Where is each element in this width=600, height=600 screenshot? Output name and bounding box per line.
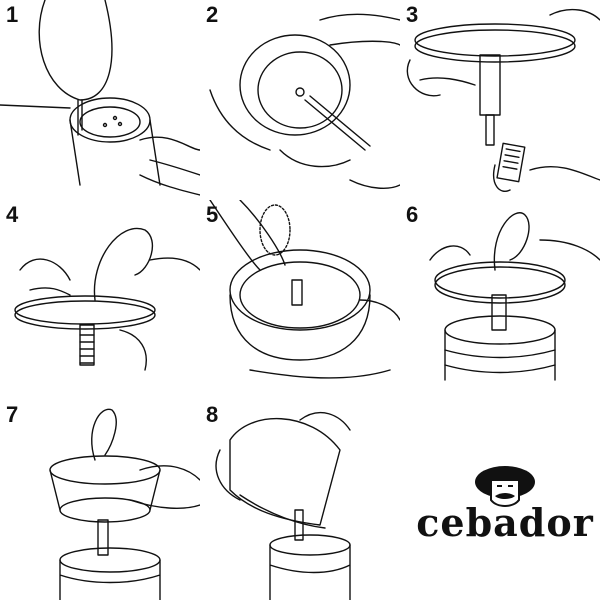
step-number: 3 — [406, 2, 419, 27]
screwing-top-illustration — [49, 408, 200, 600]
step-6-panel: 6 — [400, 200, 600, 400]
placing-cup-illustration — [215, 411, 351, 600]
step-7-panel: 7 — [0, 400, 200, 600]
attaching-straw-illustration — [14, 227, 200, 371]
pouring-water-illustration — [0, 0, 200, 196]
cebador-logo: cebador — [410, 450, 600, 560]
adding-yerba-illustration — [209, 200, 400, 379]
closing-lid-illustration — [429, 212, 600, 381]
step-number: 2 — [206, 2, 219, 27]
step-number: 7 — [6, 402, 19, 427]
gaucho-face-icon — [475, 466, 535, 507]
step-3-panel: 3 — [400, 0, 600, 200]
step-8-panel: 8 — [200, 400, 400, 600]
step-number: 8 — [206, 402, 219, 427]
inserting-filter-illustration — [209, 13, 400, 189]
step-2-panel: 2 — [200, 0, 400, 200]
removing-filter-illustration — [406, 8, 600, 192]
brand-name: cebador — [416, 500, 594, 545]
step-number: 4 — [6, 202, 19, 227]
step-number: 6 — [406, 202, 419, 227]
step-5-panel: 5 — [200, 200, 400, 400]
step-4-panel: 4 — [0, 200, 200, 400]
step-number: 1 — [6, 2, 19, 27]
step-1-panel: 1 — [0, 0, 200, 200]
